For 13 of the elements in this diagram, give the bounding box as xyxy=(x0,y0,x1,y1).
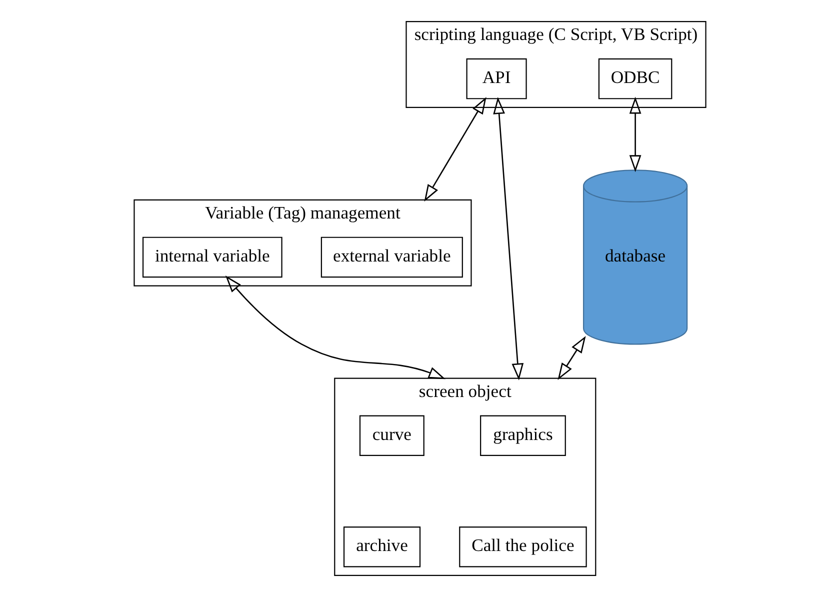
node-box: Call the police xyxy=(459,526,587,568)
arrow xyxy=(629,96,642,172)
arrow xyxy=(424,97,486,202)
arrow xyxy=(558,336,586,380)
node-box: archive xyxy=(343,526,421,568)
node-box: curve xyxy=(359,415,424,456)
node-box: graphics xyxy=(480,415,566,456)
node-box: ODBC xyxy=(598,58,672,100)
node-box: API xyxy=(466,58,527,100)
node-box: internal variable xyxy=(142,236,282,278)
arrow xyxy=(225,276,446,380)
arrow xyxy=(493,96,524,380)
node-box: external variable xyxy=(320,236,463,278)
